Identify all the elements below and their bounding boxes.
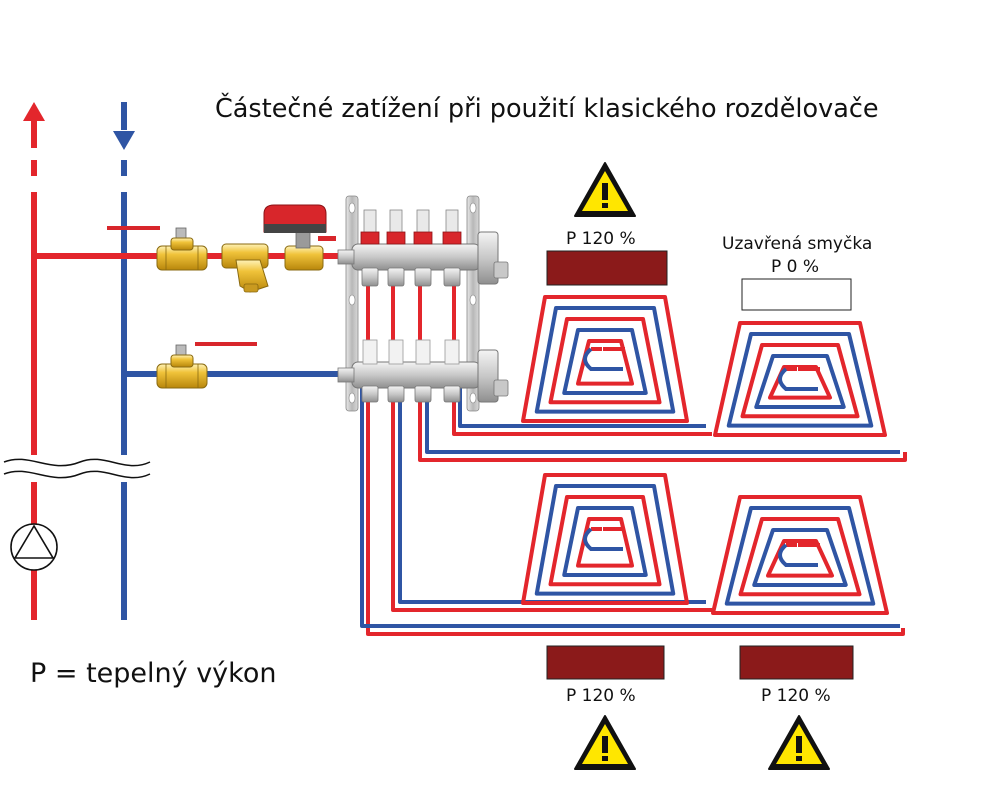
diagram-title: Částečné zatížení při použití klasického… [215,94,879,124]
manifold-icon [337,195,509,412]
actuator-icon [263,204,336,271]
power-bar-top-right [741,278,852,311]
legend-text: P = tepelný výkon [30,658,277,689]
flow-meter [413,209,433,287]
loop-bottom-left [521,473,689,605]
pipe-break-symbol [3,458,151,479]
loop-top-right [713,321,887,437]
warning-icon [768,715,830,770]
loop-bottom-right [711,495,889,615]
pump-icon [10,523,58,571]
warning-icon [574,715,636,770]
power-bar-bottom-right [739,645,854,680]
warning-icon [574,162,636,217]
heating-loops [360,270,907,636]
ball-valve-icon [156,342,257,389]
loop-top-left [521,295,689,423]
power-label-bottom-right: P 120 % [761,686,831,706]
strainer-icon [221,243,269,293]
return-valve [443,339,461,403]
power-label-top-right: P 0 % [771,257,820,277]
power-bar-bottom-left [546,645,665,680]
ball-valve-icon [107,226,208,271]
return-valve [387,339,405,403]
loop-status-label: Uzavřená smyčka [722,234,873,254]
flow-meter [442,209,462,287]
return-valve [361,339,379,403]
power-label-top-left: P 120 % [566,229,636,249]
power-bar-top-left [546,250,668,286]
arrow-up-icon [23,102,45,121]
flow-meter [386,209,406,287]
power-label-bottom-left: P 120 % [566,686,636,706]
arrow-down-icon [113,131,135,150]
flow-meter [360,209,380,287]
return-valve [414,339,432,403]
